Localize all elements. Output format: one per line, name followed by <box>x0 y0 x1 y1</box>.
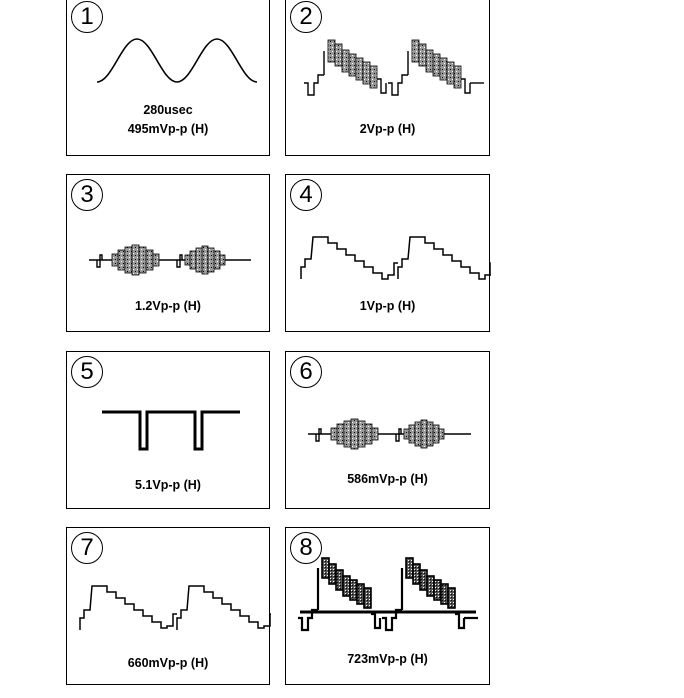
caption-line: 280usec <box>143 103 193 117</box>
caption-line: 586mVp-p (H) <box>347 472 428 486</box>
caption-line: 5.1Vp-p (H) <box>135 478 201 492</box>
staircase-waveform <box>79 585 271 630</box>
panel-8: 8 723mVp-p (H) <box>285 527 490 685</box>
caption-line: 723mVp-p (H) <box>347 652 428 666</box>
panel-1: 1 280usec 495mVp-p (H) <box>66 0 270 156</box>
sine-waveform <box>96 38 258 83</box>
burst-staircase-waveform <box>304 39 484 96</box>
panel-number: 4 <box>290 179 322 211</box>
panel-4: 4 1Vp-p (H) <box>285 174 491 332</box>
panel-number: 6 <box>290 356 322 388</box>
burst-waveform <box>308 418 471 450</box>
panel-number: 7 <box>71 532 103 564</box>
panel-number: 8 <box>290 532 322 564</box>
burst-waveform <box>89 244 251 276</box>
caption-line: 1.2Vp-p (H) <box>135 299 201 313</box>
panel-number: 1 <box>71 1 103 33</box>
caption-line: 2Vp-p (H) <box>359 122 416 136</box>
panel-6: 6 586mVp-p (H) <box>285 351 490 509</box>
staircase-waveform <box>300 236 491 280</box>
panel-number: 3 <box>71 179 103 211</box>
panel-2: 2 2Vp-p (H) <box>285 0 490 156</box>
caption-line: 495mVp-p (H) <box>127 122 209 136</box>
caption-line: 1Vp-p (H) <box>359 299 416 313</box>
caption-line: 660mVp-p (H) <box>127 656 209 670</box>
panel-5: 5 5.1Vp-p (H) <box>66 351 270 509</box>
panel-number: 5 <box>71 356 103 388</box>
sync-pulse-waveform <box>102 410 240 451</box>
panel-number: 2 <box>290 1 322 33</box>
panel-7: 7 660mVp-p (H) <box>66 527 271 685</box>
burst-staircase-waveform <box>298 557 478 632</box>
panel-3: 3 1.2Vp-p (H) <box>66 174 270 332</box>
